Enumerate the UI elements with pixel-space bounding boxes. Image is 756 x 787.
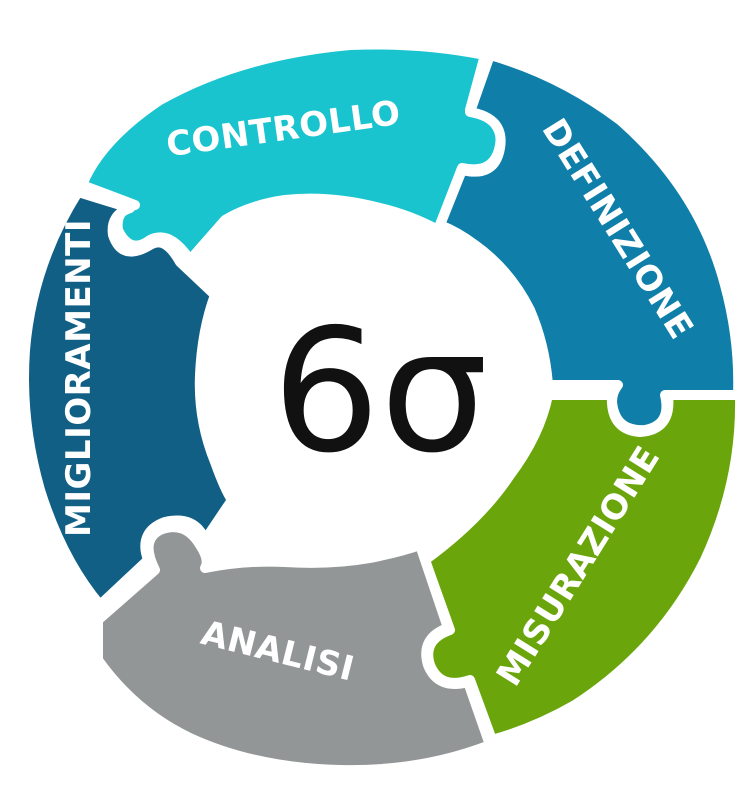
center-six-sigma-label: 6σ bbox=[272, 293, 488, 491]
label-miglioramenti: MIGLIORAMENTI bbox=[59, 219, 99, 537]
segment-misurazione bbox=[420, 390, 746, 745]
segment-miglioramenti bbox=[19, 187, 237, 610]
segment-analisi bbox=[93, 522, 495, 776]
